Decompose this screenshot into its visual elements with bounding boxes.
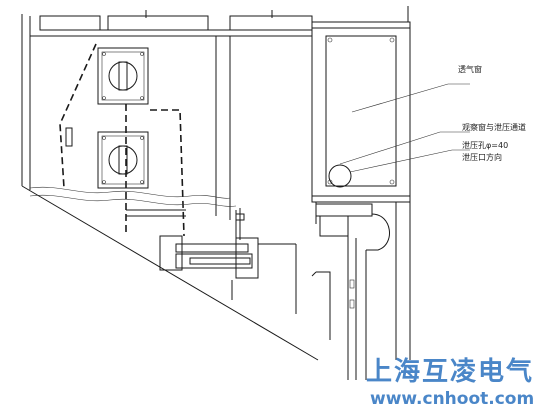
watermark-brand: 上海互凌电气 — [366, 356, 534, 387]
callout-leaders — [339, 83, 470, 173]
callout-middle-label: 观察窗与泄压通道 — [462, 122, 526, 132]
upper-operating-window — [97, 47, 149, 105]
right-cabinet-upper — [311, 6, 411, 203]
callout-lower-line2: 泄压口方向 — [462, 152, 502, 162]
watermark-url: www.cnhoot.com — [370, 389, 534, 409]
partition-break-lines — [29, 127, 237, 217]
relief-hole-circle — [328, 164, 352, 188]
lower-operating-window — [97, 131, 149, 189]
cabinet-top-frame — [21, 10, 313, 220]
callout-lower-line1: 泄压孔φ=40 — [462, 140, 508, 150]
dashed-mechanism-outline — [59, 43, 185, 237]
right-cabinet-lower — [311, 202, 411, 380]
callout-upper-label: 透气窗 — [458, 64, 482, 74]
pressure-relief-flap-assembly — [159, 208, 297, 314]
section-cut-line — [21, 185, 319, 361]
